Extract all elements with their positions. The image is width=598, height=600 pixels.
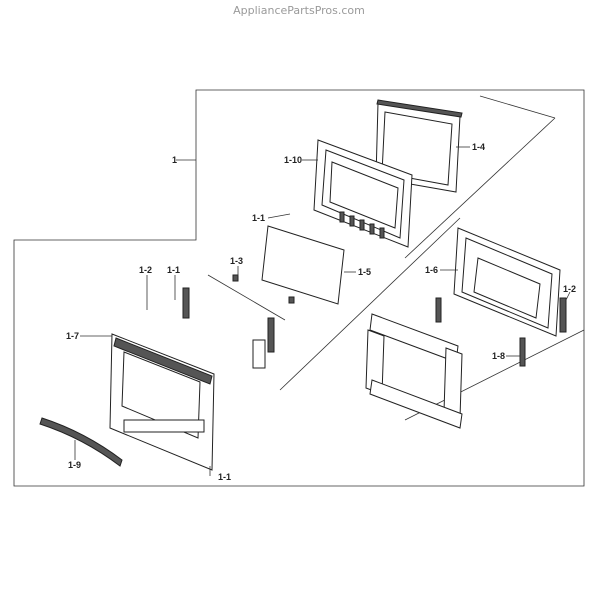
leader-lines xyxy=(74,146,571,476)
callout-1-1-bottom: 1-1 xyxy=(218,472,231,482)
callout-1-8: 1-8 xyxy=(492,351,505,361)
callout-1-9: 1-9 xyxy=(68,460,81,470)
callout-1-6: 1-6 xyxy=(425,265,438,275)
part-bracket-left[interactable] xyxy=(435,297,442,323)
callout-1-2-left: 1-2 xyxy=(139,265,152,275)
callout-1: 1 xyxy=(172,155,177,165)
callout-1-3: 1-3 xyxy=(230,256,243,266)
callout-1-5: 1-5 xyxy=(358,267,371,277)
part-hinge-middle[interactable] xyxy=(267,317,275,353)
divider-upper xyxy=(404,117,556,259)
divider-top-right xyxy=(479,95,556,119)
assembly-outline xyxy=(13,89,585,487)
part-door-handle[interactable] xyxy=(39,417,123,467)
callout-1-2-right: 1-2 xyxy=(563,284,576,294)
part-hinge-right[interactable] xyxy=(559,297,567,333)
divider-middle xyxy=(279,217,461,391)
part-hinge-left[interactable] xyxy=(182,287,190,319)
frame-slots xyxy=(339,211,385,239)
callout-1-1-left: 1-1 xyxy=(167,265,180,275)
part-hinge-plate[interactable] xyxy=(252,339,266,369)
part-bracket-right[interactable] xyxy=(519,337,526,367)
callout-1-4: 1-4 xyxy=(472,142,485,152)
watermark: AppliancePartsPros.com xyxy=(233,4,365,17)
divider-left xyxy=(207,274,286,321)
callout-1-7: 1-7 xyxy=(66,331,79,341)
part-insulation[interactable] xyxy=(365,313,463,429)
part-door-glass-panel[interactable] xyxy=(261,225,345,305)
part-outer-door[interactable] xyxy=(109,333,215,471)
part-screw[interactable] xyxy=(232,274,295,304)
part-door-inner-frame[interactable] xyxy=(313,139,413,248)
part-door-liner[interactable] xyxy=(453,227,561,337)
callout-1-1-upper: 1-1 xyxy=(252,213,265,223)
callout-1-10: 1-10 xyxy=(284,155,302,165)
